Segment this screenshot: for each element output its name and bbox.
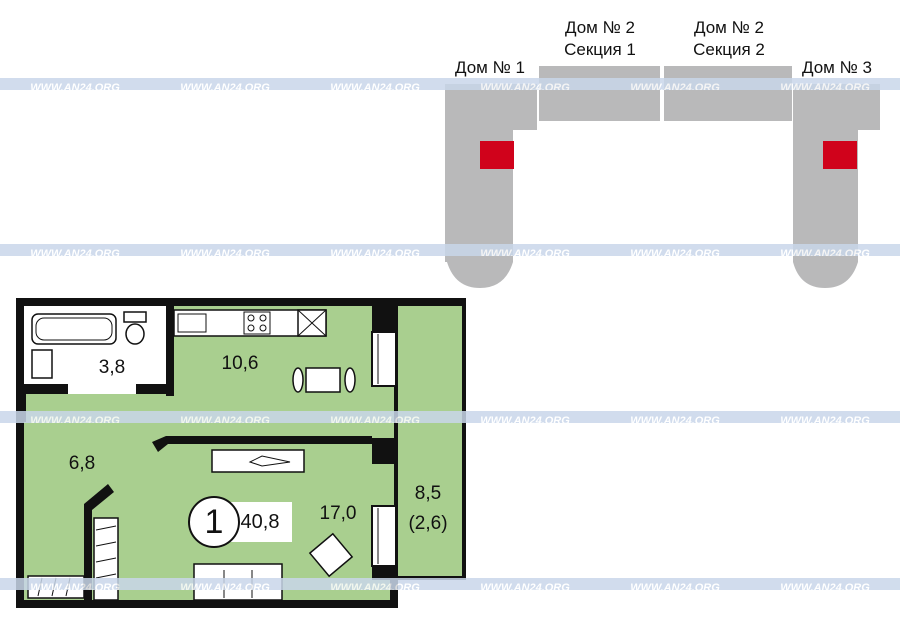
watermark-text: WWW.AN24.ORG [330, 82, 420, 90]
floor-plan [16, 298, 466, 608]
stove-burner-3 [247, 324, 255, 332]
watermark-text: WWW.AN24.ORG [630, 248, 720, 256]
building-house2-section1 [539, 66, 660, 121]
tv-icon [248, 455, 291, 467]
building-label-line: Секция 2 [693, 40, 765, 59]
stove-burner-2 [259, 314, 267, 322]
watermark-text: WWW.AN24.ORG [330, 582, 420, 590]
wall-corridor [84, 484, 114, 600]
watermark-text: WWW.AN24.ORG [780, 415, 870, 423]
building-house2-section2 [664, 66, 792, 121]
watermark-text: WWW.AN24.ORG [180, 415, 270, 423]
site-plan [445, 66, 880, 288]
window-living [371, 505, 397, 567]
room-area-living: 17,0 [319, 503, 357, 524]
watermark-text: WWW.AN24.ORG [630, 82, 720, 90]
watermark-strip: WWW.AN24.ORG WWW.AN24.ORG WWW.AN24.ORG WWW.… [0, 578, 900, 590]
watermark-text: WWW.AN24.ORG [180, 582, 270, 590]
apartment-marker-house3 [823, 141, 857, 169]
wall-right-lower [390, 572, 398, 608]
watermark-text: WWW.AN24.ORG [780, 82, 870, 90]
toilet-bowl-icon [125, 323, 145, 345]
wall-kitchen-bottom [22, 394, 26, 422]
stove-burner-4 [259, 324, 267, 332]
chair-right-icon [344, 367, 356, 393]
wall-column-right3 [372, 566, 396, 580]
wall-bath-kitchen [166, 304, 174, 396]
toilet-tank-icon [123, 311, 147, 323]
watermark-text: WWW.AN24.ORG [30, 82, 120, 90]
fridge-cross-2 [297, 309, 327, 337]
watermark-text: WWW.AN24.ORG [30, 582, 120, 590]
wall-bath-bottom-right [136, 384, 174, 394]
building-label-house1: Дом № 1 [444, 57, 536, 79]
watermark-strip: WWW.AN24.ORG WWW.AN24.ORG WWW.AN24.ORG WWW.… [0, 411, 900, 423]
apartment-marker-house1 [480, 141, 514, 169]
building-label-line: Дом № 2 [565, 18, 635, 37]
watermark-text: WWW.AN24.ORG [780, 248, 870, 256]
bathtub-inner [35, 317, 113, 341]
building-label-house2-section2: Дом № 2 Секция 2 [679, 17, 779, 61]
wall-column-right [372, 306, 396, 332]
watermark-strip: WWW.AN24.ORG WWW.AN24.ORG WWW.AN24.ORG WWW.… [0, 244, 900, 256]
wall-bottom [16, 600, 398, 608]
wardrobe-hanger-3 [95, 557, 117, 563]
wardrobe-hanger-4 [95, 573, 117, 579]
building-house1 [445, 84, 537, 288]
watermark-text: WWW.AN24.ORG [30, 415, 120, 423]
watermark-text: WWW.AN24.ORG [630, 582, 720, 590]
stove-burner-1 [247, 314, 255, 322]
watermark-text: WWW.AN24.ORG [30, 248, 120, 256]
dining-table-icon [305, 367, 341, 393]
watermark-text: WWW.AN24.ORG [630, 415, 720, 423]
room-area-bathroom: 3,8 [98, 357, 126, 378]
watermark-text: WWW.AN24.ORG [330, 248, 420, 256]
armchair-icon [308, 532, 354, 578]
watermark-text: WWW.AN24.ORG [780, 582, 870, 590]
building-label-house3: Дом № 3 [790, 57, 884, 79]
building-house3 [793, 84, 880, 288]
room-area-balcony: 8,5 [414, 483, 442, 504]
watermark-text: WWW.AN24.ORG [180, 248, 270, 256]
room-area-hall: 6,8 [68, 453, 96, 474]
wardrobe-hanger-2 [95, 541, 117, 547]
watermark-text: WWW.AN24.ORG [480, 415, 570, 423]
building-label-line: Секция 1 [564, 40, 636, 59]
watermark-text: WWW.AN24.ORG [480, 82, 570, 90]
wall-left [16, 298, 24, 608]
room-area-kitchen: 10,6 [221, 353, 259, 374]
apartment-badge: 40,8 1 [188, 496, 298, 548]
kitchen-sink-icon [177, 313, 207, 333]
building-label-line: Дом № 2 [694, 18, 764, 37]
watermark-text: WWW.AN24.ORG [480, 582, 570, 590]
watermark-strip: WWW.AN24.ORG WWW.AN24.ORG WWW.AN24.ORG WWW.… [0, 78, 900, 90]
wall-partition [152, 436, 372, 452]
building-label-line: Дом № 1 [455, 58, 525, 77]
stove-icon [243, 311, 271, 335]
watermark-text: WWW.AN24.ORG [330, 415, 420, 423]
chair-left-icon [292, 367, 304, 393]
room-area-balcony-coef: (2,6) [408, 513, 448, 534]
wall-bath-bottom-left [22, 384, 68, 394]
watermark-text: WWW.AN24.ORG [480, 248, 570, 256]
building-label-line: Дом № 3 [802, 58, 872, 77]
total-area: 40,8 [228, 502, 292, 542]
wardrobe-hanger-1 [95, 525, 117, 531]
wall-top [16, 298, 466, 306]
room-count: 1 [188, 496, 240, 548]
bathtub-icon [31, 313, 117, 345]
window-kitchen [371, 331, 397, 387]
sink-icon [31, 349, 53, 379]
building-label-house2-section1: Дом № 2 Секция 1 [550, 17, 650, 61]
wall-column-right2 [372, 438, 396, 464]
watermark-text: WWW.AN24.ORG [180, 82, 270, 90]
